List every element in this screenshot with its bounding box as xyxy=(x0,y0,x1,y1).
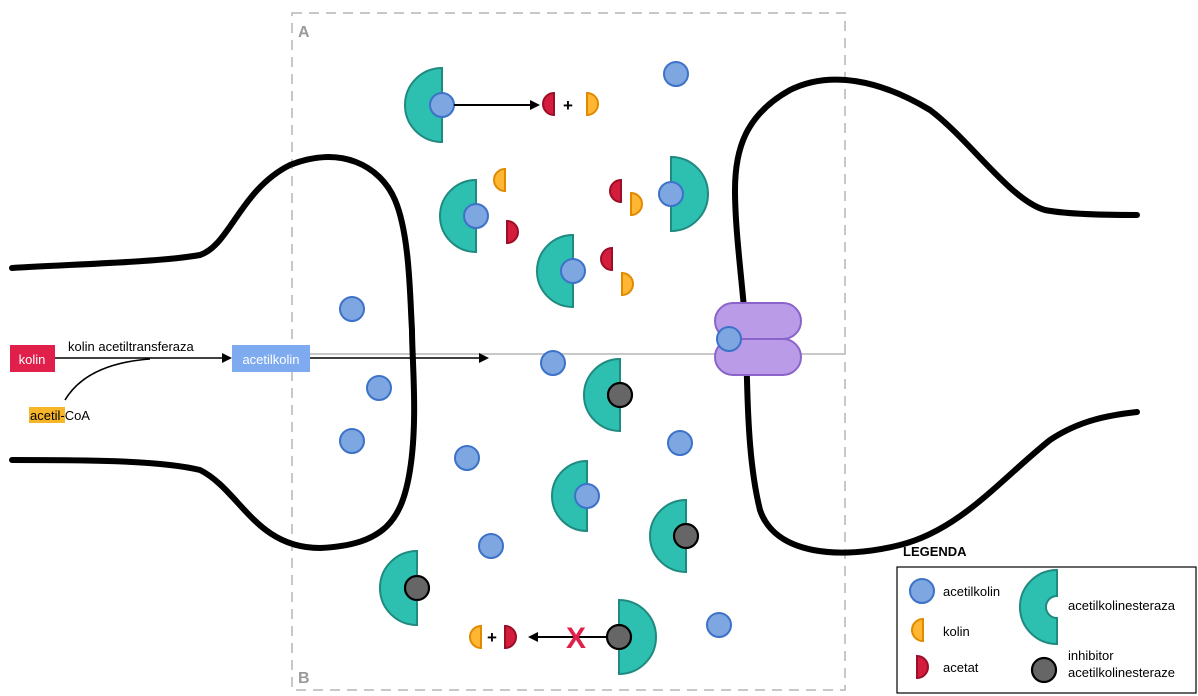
acetilkolin-box-label: acetilkolin xyxy=(242,352,299,367)
synthesis-pathway: kolin kolin acetiltransferaza acetil-CoA… xyxy=(10,339,489,423)
hydrolysis-products xyxy=(469,91,643,650)
kolin-molecule xyxy=(469,624,482,650)
legend-kolin-label: kolin xyxy=(943,624,970,639)
coa-text: -CoA xyxy=(60,408,90,423)
inhibitor-molecule xyxy=(403,574,431,602)
esterase-molecule xyxy=(439,178,477,254)
legend-acetat-icon xyxy=(916,654,929,680)
inhibitor-molecule xyxy=(606,381,634,409)
legend-inhibitor-icon xyxy=(1030,656,1058,684)
kolin-molecule xyxy=(586,91,599,117)
bound-acetilkolin xyxy=(429,92,455,118)
acetilkolin-box xyxy=(232,345,310,372)
acetilkolin-molecule xyxy=(663,61,689,87)
acetyl-coa-curve xyxy=(64,358,151,401)
legend-title: LEGENDA xyxy=(903,544,967,559)
legend-acetilkolin-label: acetilkolin xyxy=(943,584,1000,599)
enzyme-label: kolin acetiltransferaza xyxy=(68,339,194,354)
acetat-molecule xyxy=(504,624,517,650)
acetil-text: acetil xyxy=(30,408,60,423)
reaction-plus-top: + xyxy=(563,96,573,115)
bound-acetilkolin xyxy=(560,258,586,284)
inhibited-esterase-molecule xyxy=(649,498,687,574)
acetilkolin-molecule xyxy=(339,428,365,454)
free-acetilkolin-molecules xyxy=(339,61,732,638)
legend-acetat-label: acetat xyxy=(943,660,979,675)
legend-inhibitor-label-2: acetilkolinesteraze xyxy=(1068,665,1175,680)
inhibited-esterase-molecule xyxy=(379,549,418,627)
legend-inhibitor-label-1: inhibitor xyxy=(1068,648,1114,663)
legend-acetilkolin-icon xyxy=(909,578,935,604)
acetilkolin-molecule xyxy=(540,350,566,376)
inhibitor-molecule xyxy=(605,623,633,651)
acetilkolin-molecule xyxy=(366,375,392,401)
legend-esteraza-icon xyxy=(1019,568,1058,646)
acetat-molecule xyxy=(600,246,613,272)
acetilkolin-molecule xyxy=(478,533,504,559)
kolin-molecule xyxy=(493,167,506,193)
bound-acetilkolin xyxy=(463,203,489,229)
acetilkolin-molecule xyxy=(706,612,732,638)
inhibitor-molecule xyxy=(672,522,700,550)
reaction-plus-bottom: + xyxy=(487,628,497,647)
region-box-b xyxy=(291,353,846,691)
blocked-mark: X xyxy=(566,622,586,655)
inhibited-esterase-molecule xyxy=(583,357,621,433)
esterase-molecule xyxy=(670,155,709,233)
acetilkolin-molecule xyxy=(454,445,480,471)
esterase-molecule xyxy=(536,233,574,309)
esterase-molecule xyxy=(551,459,588,533)
region-label-b: B xyxy=(298,670,310,687)
acetat-molecule xyxy=(542,91,555,117)
region-label-a: A xyxy=(298,24,310,41)
bound-acetilkolin xyxy=(658,181,684,207)
acetilkolin-molecule xyxy=(667,430,693,456)
acetil-coa-label: acetil-CoA xyxy=(30,408,90,423)
kolin-box xyxy=(10,345,55,372)
esterase-molecules xyxy=(379,66,709,676)
acetilkolin-molecule xyxy=(339,296,365,322)
region-box-a xyxy=(291,12,846,355)
bound-acetilkolin xyxy=(574,483,600,509)
acetat-molecule xyxy=(609,178,622,204)
esterase-molecule xyxy=(404,66,443,144)
legend: LEGENDA acetilkolin kolin acetat acetilk… xyxy=(896,544,1197,694)
inhibited-esterase-molecule xyxy=(618,598,657,676)
acetat-molecule xyxy=(506,219,519,245)
presynaptic-membrane xyxy=(9,154,418,551)
postsynaptic-membrane xyxy=(732,76,1140,556)
kolin-molecule xyxy=(621,271,634,297)
acetil-highlight xyxy=(29,407,65,423)
kolin-box-label: kolin xyxy=(19,352,46,367)
legend-esteraza-label: acetilkolinesteraza xyxy=(1068,598,1176,613)
kolin-molecule xyxy=(630,191,643,217)
receptor xyxy=(714,302,802,376)
legend-kolin-icon xyxy=(911,617,924,643)
